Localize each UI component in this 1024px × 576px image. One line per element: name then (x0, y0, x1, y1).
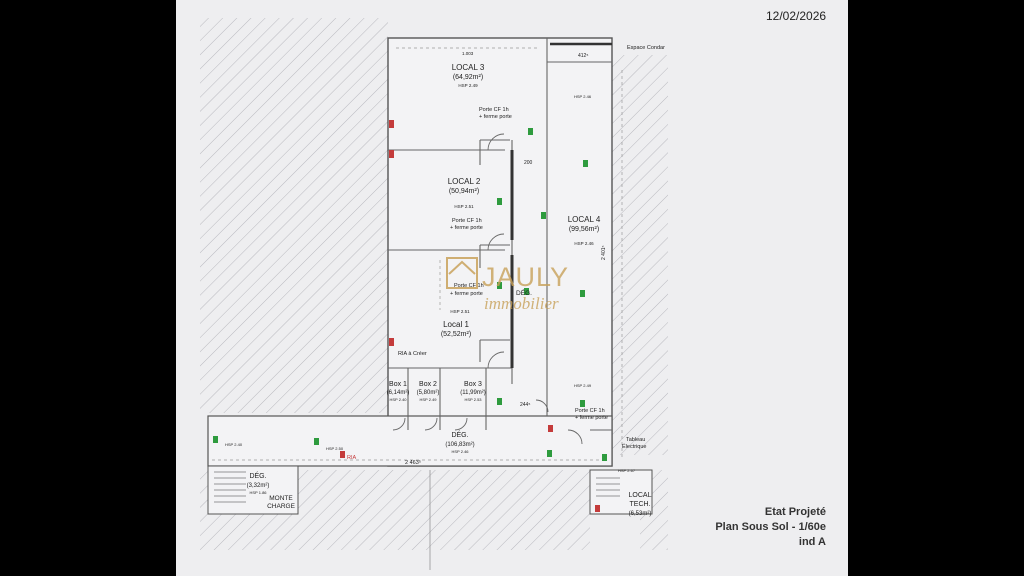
title-plan: Plan Sous Sol - 1/60e (715, 521, 826, 533)
plan-date: 12/02/2026 (766, 9, 827, 23)
local4-area: (99,56m²) (569, 226, 599, 233)
title-index: ind A (798, 536, 826, 548)
deg-main-area: (106,83m²) (445, 442, 474, 448)
ria-label: RIA (347, 455, 357, 461)
porte-cf-1b: + ferme porte (479, 114, 512, 120)
local-tech-name: LOCAL (629, 492, 652, 499)
tableau-2: Électrique (622, 443, 646, 450)
porte-cf-4: Porte CF 1h (575, 408, 605, 414)
porte-cf-4b: + ferme porte (575, 415, 608, 421)
monte-charge-2: CHARGE (267, 503, 295, 510)
hsp-240: HSP 2.40 (225, 442, 243, 447)
plan-sheet: JAULY immobilier LOCAL 3 (64,92m²) HSP 2… (176, 0, 848, 576)
porte-cf-1: Porte CF 1h (479, 107, 509, 113)
floor-plan: JAULY immobilier LOCAL 3 (64,92m²) HSP 2… (200, 18, 668, 570)
hatched-right (612, 55, 668, 455)
door-arcs (392, 133, 583, 445)
stair-block (207, 465, 299, 515)
dim-244: 244⁵ (520, 402, 530, 408)
dashed-lines (212, 47, 623, 570)
title-state: Etat Projeté (764, 506, 826, 518)
watermark-brand: JAULY (482, 262, 569, 292)
local-tech-area: (6,53m²) (629, 511, 652, 517)
box3-hsp: HSP 2.53 (464, 397, 482, 402)
watermark-logo-box (446, 257, 478, 289)
dim-2401: 2 401⁵ (601, 245, 607, 260)
local4-hsp: HSP 2.46 (574, 241, 594, 246)
porte-cf-2b: + ferme porte (450, 225, 483, 231)
deg-stair-area: (3,32m²) (247, 483, 270, 489)
local2-name: LOCAL 2 (448, 177, 481, 186)
dim-200: 200 (524, 160, 533, 166)
hsp-249: HSP 2.49 (574, 383, 592, 388)
fire-hose-marks (340, 120, 600, 512)
box3-area: (11,99m²) (460, 390, 486, 396)
hsp-246: HSP 2.46 (574, 94, 592, 99)
monte-charge-1: MONTE (269, 495, 293, 502)
local2-area: (50,94m²) (449, 188, 479, 195)
local3-area: (64,92m²) (453, 74, 483, 81)
local2-hsp: HSP 2.51 (454, 204, 474, 209)
box2-hsp: HSP 2.49 (419, 397, 437, 402)
dim-top: 1.003 (462, 51, 474, 56)
tableau-1: Tableau (626, 437, 645, 443)
watermark-sub: immobilier (484, 294, 559, 313)
dim-412: 412⁵ (578, 53, 588, 59)
box1-name: Box 1 (389, 381, 407, 388)
deg-main-hsp: HSP 2.46 (451, 449, 469, 454)
tech-room-block (589, 469, 653, 515)
local4-name: LOCAL 4 (568, 215, 601, 224)
deg-stair-hsp: HSP 1.86 (249, 490, 267, 495)
watermark-logo-roof (448, 260, 476, 275)
dim-2463: 2 463⁵ (405, 459, 421, 466)
local3-name: LOCAL 3 (452, 63, 485, 72)
building-interior (387, 37, 613, 467)
local1-hsp: HSP 2.51 (450, 309, 470, 314)
box3-name: Box 3 (464, 381, 482, 388)
local1-name: Local 1 (443, 320, 469, 329)
deg-main-name: DÉG. (451, 430, 468, 439)
box1-hsp: HSP 2.40 (389, 397, 407, 402)
box2-name: Box 2 (419, 381, 437, 388)
porte-cf-2: Porte CF 1h (452, 218, 482, 224)
porte-cf-3b: + ferme porte (450, 291, 483, 297)
room-labels: LOCAL 3 (64,92m²) HSP 2.49 LOCAL 2 (50,9… (247, 63, 652, 517)
box1-area: (6,14m²) (387, 390, 410, 396)
hsp-250: HSP 2.50 (326, 446, 344, 451)
staircase (214, 471, 620, 503)
local3-hsp: HSP 2.49 (458, 83, 478, 88)
local-tech-name2: TECH. (630, 501, 651, 508)
hsp-267: HSP 2.67 (618, 468, 636, 473)
hatched-left (200, 18, 388, 413)
annotations: Porte CF 1h + ferme porte Porte CF 1h + … (225, 45, 665, 473)
deg-small-name: DÉG. (516, 288, 532, 297)
corridor-interior (207, 415, 613, 467)
box2-area: (5,80m²) (417, 390, 440, 396)
ria-creer: RIA à Créer (398, 351, 427, 357)
local1-area: (52,52m²) (441, 331, 471, 338)
deg-stair-name: DÉG. (249, 471, 266, 480)
porte-cf-3: Porte CF 1h (454, 283, 484, 289)
espace-condar: Espace Condar (627, 45, 665, 51)
exit-signs (213, 128, 607, 461)
